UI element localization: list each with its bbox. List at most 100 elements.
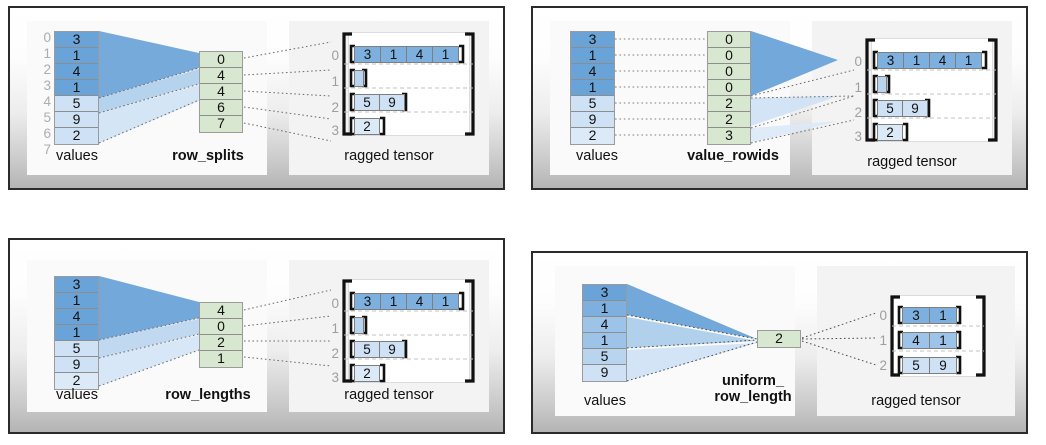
value-rowids-cell: 2 <box>708 96 750 112</box>
ragged-row-index: 2 <box>331 346 339 361</box>
ragged-cell: 1 <box>380 293 407 310</box>
values-cell: 5 <box>55 341 98 357</box>
values-label: values <box>56 387 98 403</box>
ragged-label: ragged tensor <box>344 387 434 403</box>
values-cell: 4 <box>571 64 614 80</box>
values-cell: 4 <box>55 64 98 80</box>
ragged-cell: 1 <box>432 46 459 63</box>
ragged-cell: 1 <box>955 52 982 69</box>
values-label: values <box>576 148 618 164</box>
ragged-row-index: 3 <box>854 129 862 144</box>
ragged-row-index: 0 <box>331 48 339 63</box>
ragged-cell: 3 <box>354 46 381 63</box>
uniform-row-length-column: 2 <box>757 330 801 348</box>
row-splits-cell: 6 <box>200 100 242 116</box>
ragged-cell: 5 <box>354 94 380 111</box>
ragged-row-index: 3 <box>331 123 339 138</box>
values-cell: 5 <box>571 96 614 112</box>
ragged-cell: 9 <box>929 357 957 374</box>
ragged-row-index: 1 <box>331 321 339 336</box>
value-rowids-column: 0 0 0 0 2 2 3 <box>707 31 751 145</box>
ragged-cell: 5 <box>354 341 380 358</box>
gutter-index: 4 <box>43 94 51 109</box>
value-rowids-cell: 0 <box>708 64 750 80</box>
values-cell: 1 <box>55 325 98 341</box>
ragged-cell: 3 <box>354 293 381 310</box>
encoding-label: row_splits <box>172 148 244 164</box>
ragged-cell: 1 <box>380 46 407 63</box>
panel-uniform-row-length: 3 1 4 1 5 9 2 values uniform_ <box>531 251 1028 434</box>
uniform-row-length-cell: 2 <box>758 331 800 347</box>
ragged-cell: 2 <box>877 124 903 141</box>
value-rowids-cell: 0 <box>708 80 750 96</box>
ragged-cell: 2 <box>354 365 380 382</box>
gutter-index: 6 <box>43 126 51 141</box>
values-cell: 1 <box>571 48 614 64</box>
values-cell: 9 <box>55 357 98 373</box>
ragged-cell: 3 <box>877 52 904 69</box>
value-rowids-cell: 3 <box>708 128 750 144</box>
row-splits-column: 0 4 4 6 7 <box>199 51 243 133</box>
ragged-label: ragged tensor <box>871 393 961 409</box>
ragged-cell: 4 <box>929 52 956 69</box>
values-column: 3 1 4 1 5 9 2 <box>570 31 615 145</box>
values-cell: 3 <box>55 32 98 48</box>
value-rowids-cell: 2 <box>708 112 750 128</box>
values-cell: 4 <box>583 317 626 333</box>
ragged-label: ragged tensor <box>867 154 957 170</box>
values-cell: 9 <box>55 112 98 128</box>
ragged-cell: 1 <box>929 307 957 324</box>
ragged-cell-empty <box>354 70 364 87</box>
ragged-cell-empty <box>354 317 364 334</box>
gutter-index: 5 <box>43 110 51 125</box>
ragged-row-index: 2 <box>331 100 339 115</box>
values-label: values <box>56 148 98 164</box>
gutter-index: 7 <box>43 142 51 157</box>
values-cell: 1 <box>571 80 614 96</box>
row-lengths-cell: 1 <box>200 351 242 367</box>
ragged-row-index: 0 <box>854 54 862 69</box>
ragged-row-index: 2 <box>854 105 862 120</box>
panel-row-splits: 0 1 2 3 4 5 6 7 3 1 4 1 5 9 2 0 4 4 6 7 <box>8 6 505 190</box>
ragged-label: ragged tensor <box>344 148 434 164</box>
values-cell: 9 <box>583 365 626 381</box>
ragged-cell: 9 <box>902 100 928 117</box>
ragged-cell: 1 <box>432 293 459 310</box>
ragged-cell: 4 <box>406 46 433 63</box>
gutter-index: 2 <box>43 62 51 77</box>
ragged-cell: 5 <box>877 100 903 117</box>
ragged-row-index: 1 <box>854 80 862 95</box>
row-lengths-cell: 4 <box>200 303 242 319</box>
ragged-row-index: 1 <box>331 74 339 89</box>
values-cell: 5 <box>583 349 626 365</box>
row-splits-cell: 7 <box>200 116 242 132</box>
encoding-label: uniform_ row_length <box>678 373 828 405</box>
row-lengths-cell: 2 <box>200 335 242 351</box>
values-cell: 2 <box>55 128 98 144</box>
values-cell: 1 <box>583 333 626 349</box>
value-rowids-cell: 0 <box>708 32 750 48</box>
values-cell: 1 <box>55 48 98 64</box>
ragged-cell: 1 <box>929 332 957 349</box>
row-splits-cell: 4 <box>200 84 242 100</box>
row-splits-cell: 4 <box>200 68 242 84</box>
ragged-row-index: 1 <box>879 333 887 348</box>
values-cell: 2 <box>55 373 98 389</box>
values-cell: 3 <box>55 277 98 293</box>
values-cell: 3 <box>583 285 626 301</box>
ragged-cell: 5 <box>902 357 930 374</box>
ragged-row-index: 0 <box>879 308 887 323</box>
row-lengths-cell: 0 <box>200 319 242 335</box>
encoding-label: row_lengths <box>165 387 251 403</box>
row-lengths-column: 4 0 2 1 <box>199 302 243 368</box>
ragged-cell-empty <box>877 76 887 93</box>
row-splits-cell: 0 <box>200 52 242 68</box>
gutter-index: 1 <box>43 46 51 61</box>
encoding-label-line1: uniform_ <box>721 373 785 389</box>
values-cell: 1 <box>55 80 98 96</box>
encoding-label-line2: row_length <box>714 389 792 405</box>
ragged-cell: 1 <box>903 52 930 69</box>
values-cell: 9 <box>571 112 614 128</box>
gutter-index: 3 <box>43 78 51 93</box>
